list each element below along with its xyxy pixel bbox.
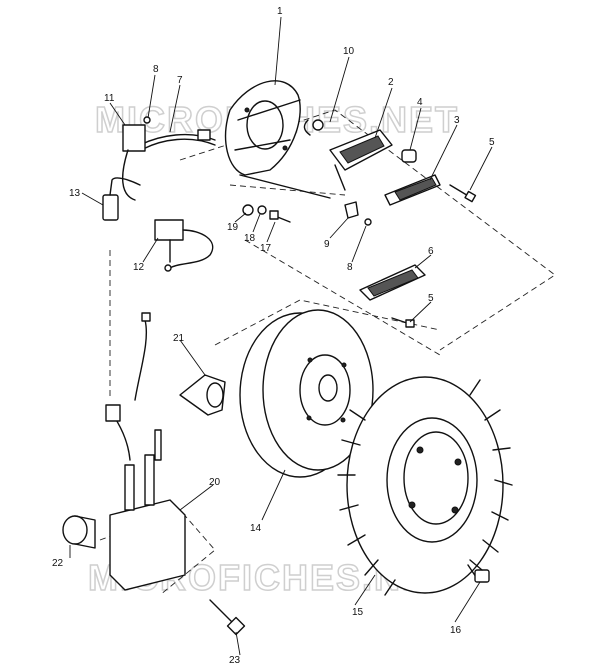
charge-coil-6 [359,264,426,301]
spark-plug-cap-21 [179,374,226,416]
callout-8-right: 8 [347,262,353,273]
washer-19 [242,204,254,216]
spacer-4 [401,149,417,163]
callout-6: 6 [428,246,434,257]
callout-21: 21 [173,333,185,344]
callout-9: 9 [324,239,330,250]
callout-16: 16 [450,625,462,636]
washer-18 [257,205,267,215]
callout-labels: 1 2 3 4 5 5 6 7 8 8 9 10 11 12 13 14 15 … [52,6,495,666]
wire-harness-7 [139,129,216,150]
screw-8-left [143,116,151,124]
callout-5-lower: 5 [428,293,434,304]
screw-5-upper [449,184,477,203]
flywheel-fan-15 [337,376,513,596]
connector-block-11 [122,124,146,201]
pulser-coil [329,129,393,191]
screw-10 [303,119,324,136]
callout-12: 12 [133,262,145,273]
callout-18: 18 [244,233,256,244]
coil-3 [384,174,441,206]
callout-10: 10 [343,46,355,57]
callout-22: 22 [52,558,64,569]
cap-22 [62,515,96,549]
nut-16 [469,559,490,583]
callout-14: 14 [250,523,262,534]
leader-lines [69,16,493,656]
callout-23: 23 [229,655,241,666]
callout-1: 1 [277,6,283,17]
bracket-9 [344,201,359,219]
callout-11: 11 [104,93,115,104]
callout-4: 4 [417,97,423,108]
callout-3: 3 [454,115,460,126]
lead-wire [105,312,151,461]
bolt-17 [269,210,291,223]
stator-rod [239,174,331,199]
screw-8-right [364,218,372,226]
callout-13: 13 [69,188,81,199]
callout-5-upper: 5 [489,137,495,148]
callout-8-left: 8 [153,64,159,75]
callout-2: 2 [388,77,394,88]
callout-17: 17 [260,243,272,254]
stator-plate [224,80,301,176]
callout-20: 20 [209,477,221,488]
callout-19: 19 [227,222,239,233]
regulator-12 [154,219,214,272]
plug-13 [102,177,141,221]
rotor-14 [239,309,374,478]
screw-5-lower [391,317,415,328]
ignition-coil-20 [109,429,186,591]
callout-7: 7 [177,75,183,86]
callout-15: 15 [352,607,364,618]
bolt-23 [209,599,246,636]
